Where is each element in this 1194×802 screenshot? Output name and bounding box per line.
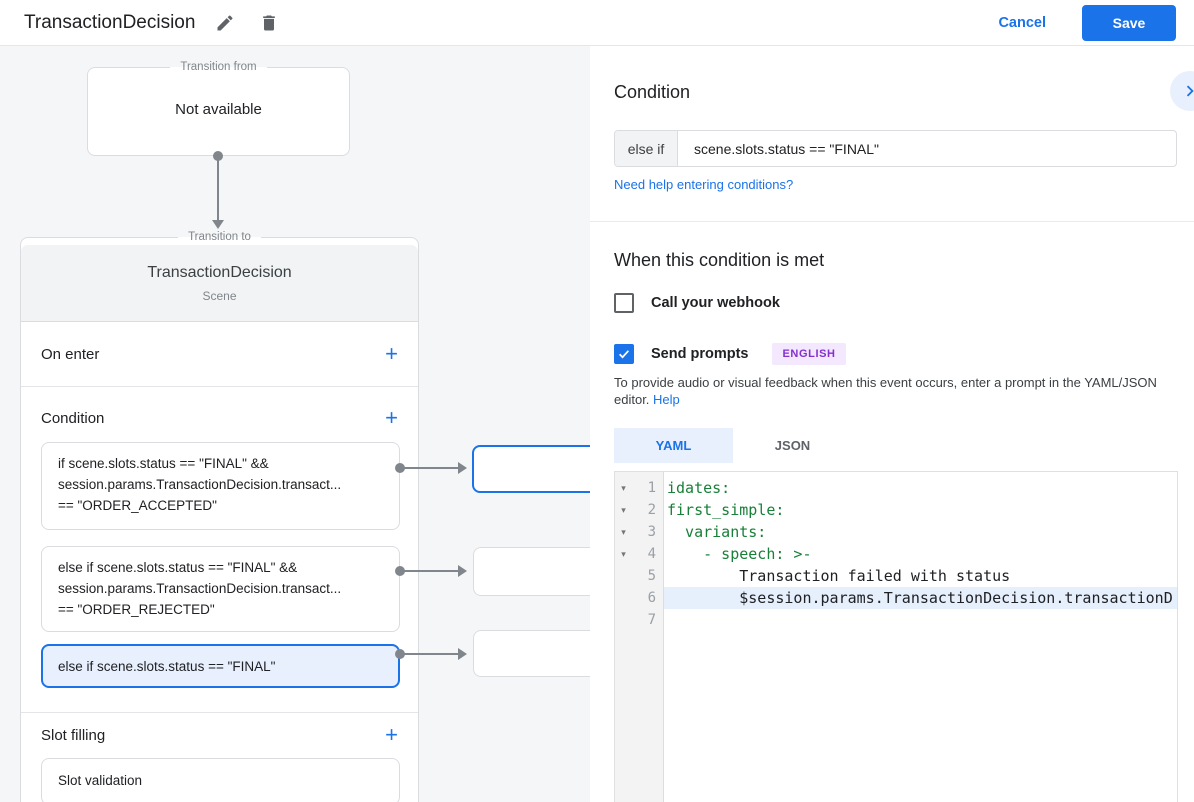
code-line: variants: bbox=[667, 523, 767, 541]
slot-filling-label: Slot filling bbox=[41, 726, 106, 744]
prompts-row: Send prompts ENGLISH bbox=[614, 343, 846, 365]
fold-toggle-icon[interactable]: ▾ bbox=[621, 548, 626, 559]
transition-target-box-2[interactable] bbox=[473, 547, 602, 596]
code-line bbox=[664, 609, 1177, 631]
yaml-code-editor[interactable]: ▾ 1 ▾ 2 ▾ 3 ▾ 4 5 6 7 idates: first_simple: … bbox=[614, 471, 1178, 802]
topbar-actions: Cancel Save bbox=[992, 4, 1194, 41]
prompt-description-text: To provide audio or visual feedback when… bbox=[614, 375, 1157, 407]
fold-toggle-icon[interactable]: ▾ bbox=[621, 526, 626, 537]
scene-title: TransactionDecision bbox=[147, 263, 292, 281]
help-link[interactable]: Help bbox=[653, 392, 680, 407]
transition-to-box: Transition to TransactionDecision Scene … bbox=[20, 231, 419, 802]
webhook-row: Call your webhook bbox=[614, 293, 780, 313]
transition-from-legend: Transition from bbox=[180, 61, 257, 73]
code-line-active: $session.params.TransactionDecision.tran… bbox=[664, 587, 1177, 609]
fold-toggle-icon[interactable]: ▾ bbox=[621, 482, 626, 493]
chevron-right-icon bbox=[1186, 85, 1194, 97]
tab-json[interactable]: JSON bbox=[774, 438, 811, 453]
condition-help-link[interactable]: Need help entering conditions? bbox=[614, 177, 794, 192]
condition-card-accepted[interactable]: if scene.slots.status == "FINAL" && sess… bbox=[41, 442, 400, 530]
connector-line bbox=[400, 653, 458, 655]
page-title: TransactionDecision bbox=[24, 11, 196, 33]
slot-filling-section: Slot filling + bbox=[21, 713, 418, 757]
when-condition-heading: When this condition is met bbox=[614, 250, 825, 270]
slot-validation-card[interactable]: Slot validation bbox=[41, 758, 400, 802]
top-bar: TransactionDecision Cancel Save bbox=[0, 0, 1194, 46]
edit-title-button[interactable] bbox=[211, 9, 239, 37]
panel-heading: Condition bbox=[614, 82, 691, 102]
condition-expression-input[interactable]: scene.slots.status == "FINAL" bbox=[694, 140, 880, 157]
transition-from-value: Not available bbox=[175, 101, 262, 118]
connector-arrowhead-icon bbox=[458, 565, 467, 577]
fold-toggle-icon[interactable]: ▾ bbox=[621, 504, 626, 515]
code-line: - speech: >- bbox=[667, 545, 812, 563]
line-number: 6 bbox=[647, 590, 656, 606]
add-on-enter-button[interactable]: + bbox=[385, 341, 398, 366]
add-condition-button[interactable]: + bbox=[385, 405, 398, 430]
condition-detail-panel: Condition else if scene.slots.status == … bbox=[590, 46, 1194, 802]
send-prompts-checkbox[interactable] bbox=[614, 344, 634, 364]
connector-line bbox=[400, 467, 458, 469]
condition-expression-row: else if scene.slots.status == "FINAL" bbox=[614, 130, 1177, 167]
cancel-button[interactable]: Cancel bbox=[992, 14, 1052, 32]
call-webhook-checkbox[interactable] bbox=[614, 293, 634, 313]
editor-gutter: ▾ 1 ▾ 2 ▾ 3 ▾ 4 5 6 7 bbox=[615, 472, 664, 802]
transition-to-legend: Transition to bbox=[188, 231, 251, 243]
call-webhook-label: Call your webhook bbox=[651, 295, 780, 311]
editor-code-area[interactable]: idates: first_simple: variants: - speech… bbox=[664, 472, 1177, 802]
trash-icon bbox=[263, 15, 276, 30]
condition-prefix-label: else if bbox=[615, 131, 678, 166]
code-line: first_simple: bbox=[667, 501, 785, 519]
on-enter-section: On enter + bbox=[21, 322, 418, 387]
connector-arrowhead-icon bbox=[458, 648, 467, 660]
scene-header[interactable]: TransactionDecision Scene bbox=[21, 245, 418, 322]
connector-line bbox=[217, 156, 219, 220]
condition-section: Condition + bbox=[21, 401, 418, 435]
transition-target-box-3[interactable] bbox=[473, 630, 602, 677]
save-button[interactable]: Save bbox=[1082, 4, 1176, 41]
line-number: 7 bbox=[647, 612, 656, 628]
code-line: Transaction failed with status bbox=[667, 567, 1011, 585]
panel-divider bbox=[590, 221, 1194, 222]
condition-card-final-selected[interactable]: else if scene.slots.status == "FINAL" bbox=[41, 644, 400, 688]
scene-subtitle: Scene bbox=[202, 288, 237, 303]
connector-line bbox=[400, 570, 458, 572]
checkmark-icon bbox=[619, 350, 630, 359]
collapse-panel-button[interactable] bbox=[1170, 71, 1194, 111]
line-number: 2 bbox=[647, 502, 656, 518]
prompt-description: To provide audio or visual feedback when… bbox=[614, 374, 1174, 408]
condition-card-rejected[interactable]: else if scene.slots.status == "FINAL" &&… bbox=[41, 546, 400, 632]
on-enter-label: On enter bbox=[41, 345, 100, 363]
line-number: 4 bbox=[647, 546, 656, 562]
delete-scene-button[interactable] bbox=[255, 9, 283, 37]
connector-arrowhead-icon bbox=[458, 462, 467, 474]
transition-from-box: Transition from Not available bbox=[87, 61, 350, 156]
connector-arrowhead-icon bbox=[212, 220, 224, 229]
pencil-icon bbox=[217, 14, 233, 30]
flow-canvas: Transition from Not available Transition… bbox=[0, 46, 1194, 802]
condition-section-label: Condition bbox=[41, 409, 105, 427]
send-prompts-label: Send prompts bbox=[651, 346, 749, 362]
line-number: 3 bbox=[647, 524, 656, 540]
tab-yaml[interactable]: YAML bbox=[614, 428, 733, 463]
code-line: idates: bbox=[667, 479, 731, 497]
line-number: 1 bbox=[647, 480, 656, 496]
transition-target-box-1[interactable] bbox=[472, 445, 602, 493]
add-slot-button[interactable]: + bbox=[385, 722, 398, 747]
line-number: 5 bbox=[647, 568, 656, 584]
section-divider bbox=[21, 712, 418, 713]
language-badge: ENGLISH bbox=[772, 343, 846, 365]
